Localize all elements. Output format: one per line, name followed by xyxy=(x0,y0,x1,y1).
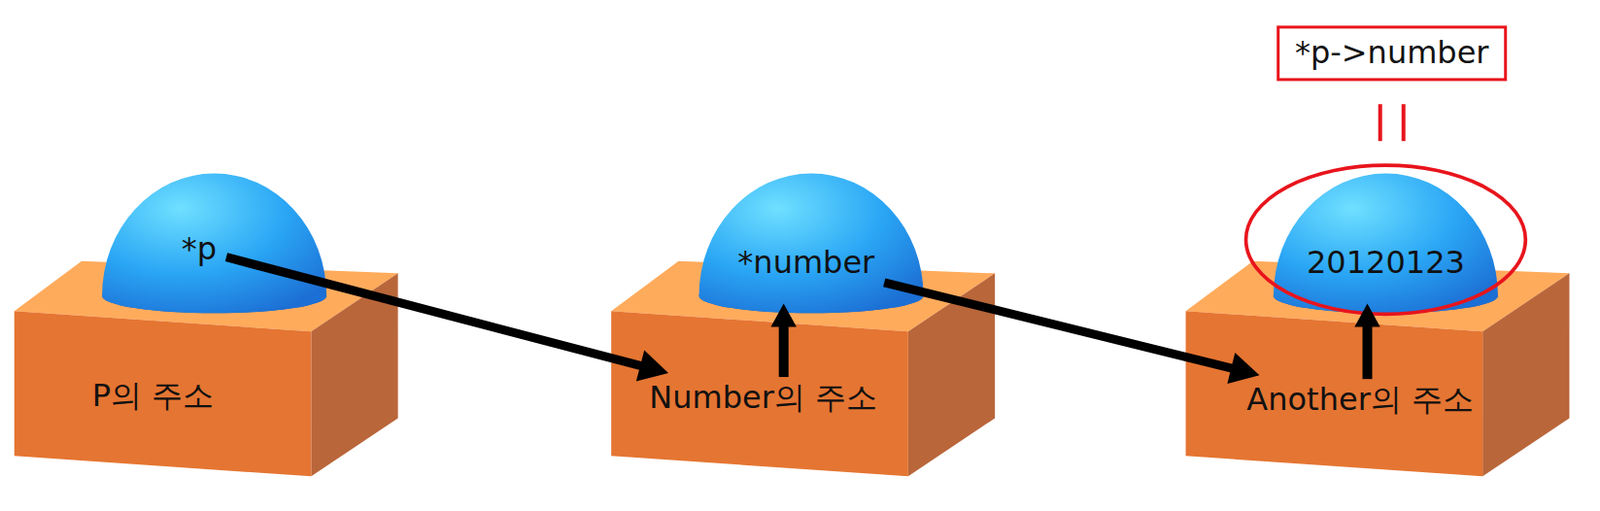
arrow-connector xyxy=(1354,304,1380,380)
node-text: Another의 주소 xyxy=(1246,382,1474,417)
equals-connector xyxy=(1380,103,1404,141)
pedestal-label: Another의 주소 xyxy=(1242,380,1478,419)
dome-label: 20120123 xyxy=(1302,243,1469,282)
arrow-connector xyxy=(884,282,1260,384)
node-text: *p xyxy=(181,233,217,268)
node-text: 20120123 xyxy=(1306,245,1465,280)
pedestal-p xyxy=(14,173,399,477)
node-text: *p->number xyxy=(1294,35,1490,70)
pedestal-label: Number의 주소 xyxy=(645,378,882,417)
pedestal-number xyxy=(611,173,995,477)
dome-label: *number xyxy=(733,243,879,282)
highlight-ellipse xyxy=(1246,165,1527,314)
node-text: *number xyxy=(737,245,875,280)
arrow-connector xyxy=(226,257,669,382)
dome-label: *p xyxy=(177,231,221,270)
node-text: P의 주소 xyxy=(92,378,214,413)
pedestal-label: P의 주소 xyxy=(88,376,218,415)
pedestal-another xyxy=(1186,173,1570,477)
callout-box: *p->number xyxy=(1276,25,1508,81)
arrow-connector xyxy=(770,304,796,377)
node-text: Number의 주소 xyxy=(648,380,878,415)
